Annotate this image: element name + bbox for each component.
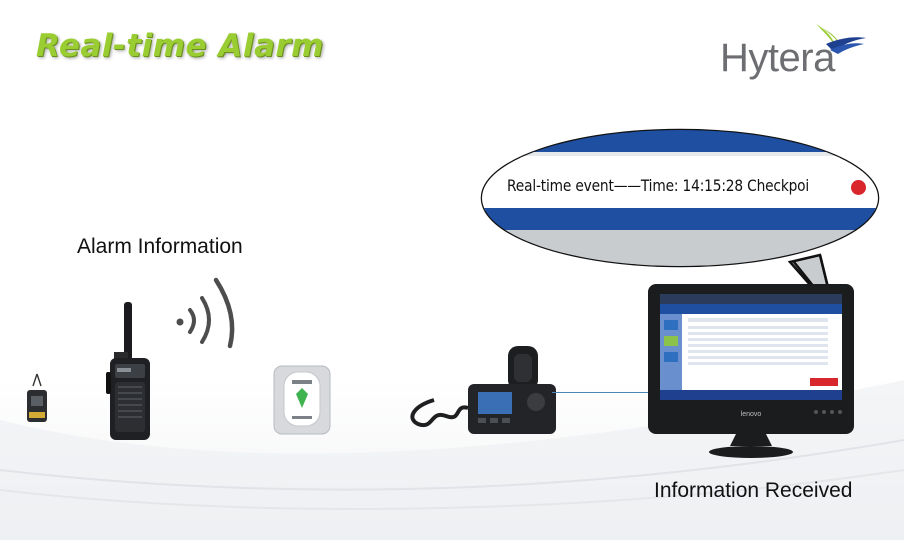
patrol-tag-icon (27, 373, 47, 422)
alarm-information-label: Alarm Information (77, 235, 243, 258)
realtime-event-text: Real-time event——Time: 14:15:28 Checkpoi… (507, 176, 810, 195)
connection-cable (552, 392, 658, 393)
monitor-brand: lenovo (741, 411, 762, 418)
monitor-icon: lenovo (648, 284, 854, 458)
handheld-radio-icon (106, 302, 150, 440)
information-received-label: Information Received (654, 479, 853, 502)
logo-wordmark: Hytera (720, 36, 835, 80)
logo-wing-icon (816, 24, 866, 54)
alert-dot-icon (851, 180, 866, 195)
slide-title: Real-time Alarm (36, 28, 324, 64)
wireless-signal-icon (176, 277, 235, 349)
mobile-radio-icon (410, 346, 556, 434)
hytera-logo: Hytera (716, 22, 866, 82)
patrol-reader-icon (273, 365, 331, 435)
